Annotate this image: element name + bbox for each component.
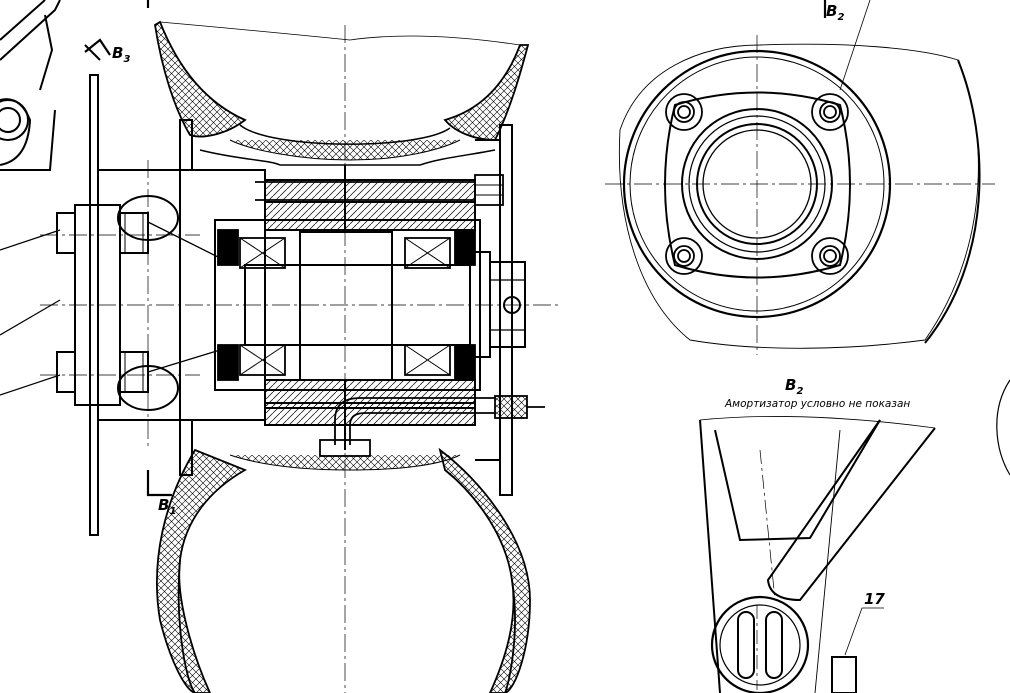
flange-bolt-heads	[665, 93, 849, 275]
section-marker-b3	[84, 38, 111, 56]
view-b2	[699, 379, 1010, 693]
tyre-upper	[154, 20, 530, 166]
hub-housing	[179, 119, 513, 496]
svg-text:В2: В2	[785, 376, 803, 397]
section-marker-b1	[146, 470, 172, 497]
label-b2-top: В2	[826, 2, 844, 23]
note-shock-absorber: Амортизатор условно не показан	[724, 398, 910, 410]
linkage-arm	[0, 0, 61, 396]
svg-text:В1: В1	[158, 496, 176, 517]
bearing-left	[217, 229, 286, 381]
tyre-lower	[156, 447, 531, 693]
part-number-17: 17	[864, 590, 885, 608]
wheel-section-view	[0, 0, 560, 693]
flange-face-view	[605, 0, 995, 355]
label-b1: В1	[158, 496, 176, 517]
centre-lines	[40, 25, 560, 693]
svg-text:В3: В3	[112, 44, 130, 65]
valve-stem	[319, 395, 545, 457]
label-b3: В3	[112, 44, 130, 65]
svg-text:В2: В2	[826, 2, 844, 23]
label-b2-view-title: В2	[785, 376, 803, 397]
axle	[244, 231, 526, 381]
tie-bolt	[255, 174, 504, 206]
